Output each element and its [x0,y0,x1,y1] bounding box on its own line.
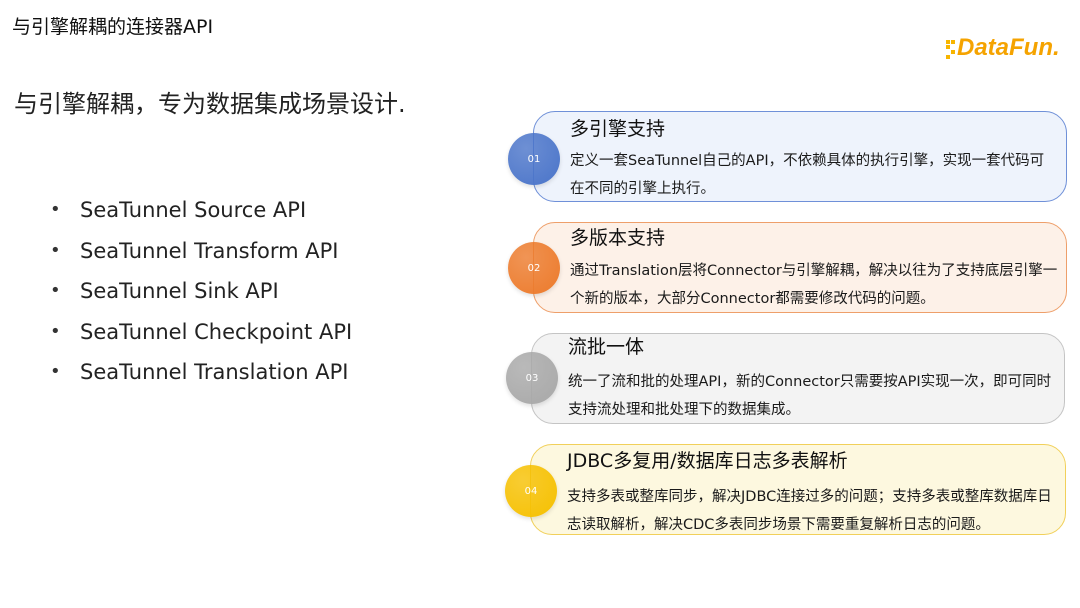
api-item-label: SeaTunnel Sink API [80,279,279,303]
feature-description: 支持多表或整库同步，解决JDBC连接过多的问题；支持多表或整库数据库日志读取解析… [567,489,1052,533]
datafun-logo-mark: DataFun. [946,34,1060,61]
api-list-item: • SeaTunnel Checkpoint API [50,316,352,357]
feature-card-stream-batch: 流批一体 统一了流和批的处理API，新的Connector只需要按API实现一次… [531,333,1065,424]
api-list: • SeaTunnel Source API • SeaTunnel Trans… [50,194,352,397]
api-list-item: • SeaTunnel Sink API [50,275,352,316]
feature-number-badge: 03 [506,352,558,404]
api-list-item: • SeaTunnel Source API [50,194,352,235]
feature-number-badge: 02 [508,242,560,294]
bullet-icon: • [50,239,61,261]
feature-number-badge: 01 [508,133,560,185]
api-item-label: SeaTunnel Source API [80,198,307,222]
bullet-icon: • [50,361,61,382]
feature-title: JDBC多复用/数据库日志多表解析 [567,450,848,472]
feature-description: 统一了流和批的处理API，新的Connector只需要按API实现一次，即可同时… [568,374,1052,418]
api-list-item: • SeaTunnel Transform API [50,235,352,276]
api-item-label: SeaTunnel Checkpoint API [80,319,353,344]
feature-title: 流批一体 [568,336,645,358]
feature-title: 多版本支持 [570,227,666,249]
api-list-item: • SeaTunnel Translation API [50,356,352,397]
logo-text: DataFun. [957,34,1060,61]
api-item-label: SeaTunnel Translation API [80,360,349,384]
datafun-logo: DataFun. [944,28,1070,68]
feature-card-jdbc-multiplex: JDBC多复用/数据库日志多表解析 支持多表或整库同步，解决JDBC连接过多的问… [530,444,1066,535]
feature-card-multi-engine: 多引擎支持 定义一套SeaTunnel自己的API，不依赖具体的执行引擎，实现一… [533,111,1067,202]
subtitle: 与引擎解耦，专为数据集成场景设计. [14,90,406,118]
feature-card-multi-version: 多版本支持 通过Translation层将Connector与引擎解耦，解决以往… [533,222,1067,313]
bullet-icon: • [50,199,61,220]
feature-number-badge: 04 [505,465,557,517]
api-item-label: SeaTunnel Transform API [80,238,339,263]
feature-title: 多引擎支持 [570,118,666,140]
feature-description: 通过Translation层将Connector与引擎解耦，解决以往为了支持底层… [570,263,1058,307]
bullet-icon: • [50,280,61,301]
page-title: 与引擎解耦的连接器API [12,16,214,38]
feature-description: 定义一套SeaTunnel自己的API，不依赖具体的执行引擎，实现一套代码可在不… [570,153,1045,197]
bullet-icon: • [50,320,61,342]
